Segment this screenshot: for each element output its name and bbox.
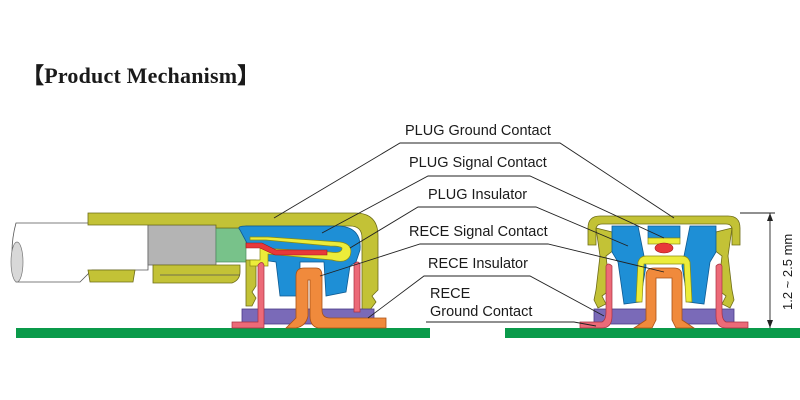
rece-signal-contact-left [285,267,387,329]
plug-insulator-front-center [647,225,681,239]
label-plug-signal-contact: PLUG Signal Contact [409,155,547,171]
rece-signal-contact-front [632,267,696,329]
cable-conductor-front [654,242,674,254]
rece-ground-contact-left-b [353,261,361,313]
label-rece-ground-contact-line1: RECE [430,286,471,302]
rece-ground-contact-front-right [715,263,749,329]
rece-ground-contact-front-left [579,263,613,329]
leader-rece-signal-contact [319,243,665,277]
pcb-board-right [505,328,800,338]
dimension-arrow-bottom [767,320,773,328]
leader-plug-ground-contact [273,142,675,219]
front-view-assembly: 1.2 ~ 2.5 mm [505,212,800,338]
label-plug-ground-contact: PLUG Ground Contact [405,123,551,139]
label-rece-insulator: RECE Insulator [428,256,528,272]
dimension-arrow-top [767,213,773,221]
label-rece-signal-contact: RECE Signal Contact [409,224,548,240]
rece-ground-contact-left-a [231,262,265,329]
callout-labels: PLUG Ground Contact PLUG Signal Contact … [273,123,675,327]
cable-crimp-clip [87,269,136,283]
side-view-assembly [10,212,430,338]
label-rece-ground-contact-line2: Ground Contact [430,304,532,320]
cable-center-conductor [245,242,328,256]
pcb-board-left [16,328,430,338]
dimension-label: 1.2 ~ 2.5 mm [780,234,795,310]
leader-plug-signal-contact [321,175,665,239]
page-title: 【Product Mechanism】 [22,63,260,88]
leader-rece-insulator [367,275,605,319]
cable-inner-dielectric [215,227,247,263]
label-plug-insulator: PLUG Insulator [428,187,527,203]
plug-signal-contact-front-u [635,255,693,303]
plug-ground-contact-lower [152,264,241,284]
plug-ground-leg-left [245,259,257,307]
leader-plug-insulator [349,206,629,249]
plug-ground-contact-front [587,215,741,246]
cable-end-cut [10,241,24,283]
cable-ferrule [147,224,217,266]
leader-rece-ground-contact [426,321,597,327]
